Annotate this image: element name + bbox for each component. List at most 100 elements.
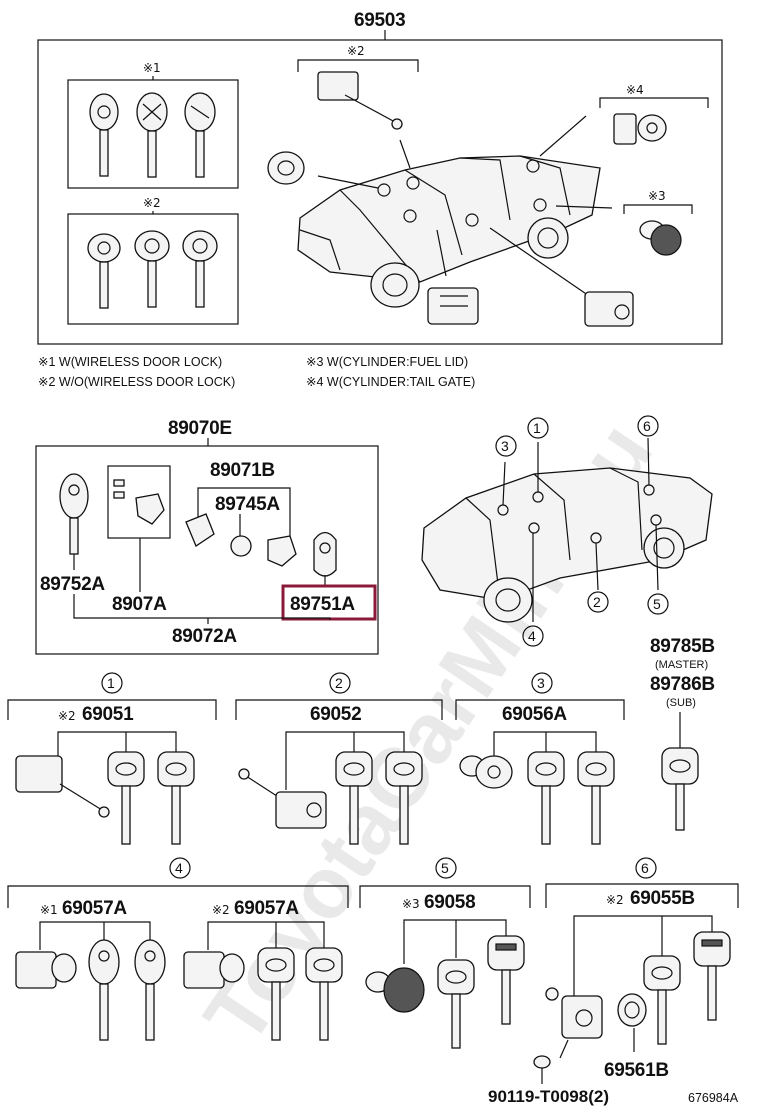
key-g5-a (437, 959, 475, 1049)
svg-text:6: 6 (643, 418, 651, 434)
label-69051: 69051 (82, 704, 134, 725)
cover-part (267, 535, 297, 567)
group-6-marker: 6 (641, 860, 649, 876)
label-69058: 69058 (424, 892, 475, 913)
master-key (661, 747, 699, 831)
label-89786B: 89786B (650, 674, 715, 695)
kit-frame (35, 445, 379, 655)
note-3: ※3 W(CYLINDER:FUEL LID) (306, 355, 468, 369)
svg-text:※2: ※2 (212, 903, 230, 917)
ignition-cylinder-g4-a (15, 951, 77, 989)
label-89745A: 89745A (215, 494, 280, 515)
bolt (533, 1055, 551, 1069)
group-5-marker: 5 (441, 860, 449, 876)
location-markers: 1 3 6 2 5 4 (495, 415, 669, 647)
label-89752A: 89752A (40, 574, 105, 595)
svg-text:※3: ※3 (402, 897, 420, 911)
mark-1: ※1 (143, 61, 161, 75)
svg-text:2: 2 (593, 594, 601, 610)
wireless-key-1 (89, 93, 119, 177)
key-g4-b (134, 939, 166, 1041)
circuit-board-box (107, 465, 171, 539)
key-g6-a (643, 955, 681, 1045)
fuel-lid-cylinder-g5 (365, 967, 425, 1013)
label-89785B: 89785B (650, 636, 715, 657)
label-69057A-1: 69057A (62, 898, 127, 919)
key-g2-b (385, 751, 423, 845)
svg-text:※1: ※1 (40, 903, 58, 917)
ignition-cylinder-top (267, 151, 305, 185)
key-w-o-1 (87, 233, 121, 309)
label-90119-T0098: 90119-T0098(2) (488, 1087, 609, 1106)
group-4-marker: 4 (175, 860, 183, 876)
ignition-cylinder-g4-b (183, 951, 245, 989)
key-g3-a (527, 751, 565, 845)
key-g5-b (487, 935, 525, 1025)
key-g1-a (107, 751, 145, 845)
svg-text:4: 4 (528, 628, 536, 644)
kit-title: 89070E (168, 418, 232, 439)
truck-illustration-locations (421, 437, 713, 623)
mark-2: ※2 (143, 196, 161, 210)
door-lock-right-top (489, 227, 634, 327)
svg-text:5: 5 (653, 596, 661, 612)
battery (230, 535, 252, 557)
door-lock-cylinder-g2 (238, 768, 327, 829)
top-title: 69503 (354, 10, 405, 31)
mark-4: ※4 (626, 83, 644, 97)
group-2-marker: 2 (335, 675, 343, 691)
svg-text:※2: ※2 (58, 709, 76, 723)
group-1-marker: 1 (107, 675, 115, 691)
truck-illustration-top (297, 115, 613, 308)
tailgate-lock-g6 (545, 987, 603, 1059)
label-69561B: 69561B (604, 1060, 669, 1081)
keyset-box-1 (67, 79, 239, 189)
svg-text:1: 1 (533, 420, 541, 436)
note-1: ※1 W(WIRELESS DOOR LOCK) (38, 355, 222, 369)
note-4: ※4 W(CYLINDER:TAIL GATE) (306, 375, 475, 389)
key-w-o-2 (134, 230, 170, 308)
group-3-marker: 3 (537, 675, 545, 691)
wireless-key-2 (136, 92, 168, 178)
highlight-89751A[interactable] (281, 584, 377, 621)
key-g4-a (88, 939, 120, 1041)
label-69055B: 69055B (630, 888, 695, 909)
label-89071B: 89071B (210, 460, 275, 481)
svg-text:※2: ※2 (606, 893, 624, 907)
label-69057A-2: 69057A (234, 898, 299, 919)
wireless-key-3 (184, 92, 216, 178)
key-g2-a (335, 751, 373, 845)
key-g1-b (157, 751, 195, 845)
label-8907A: 8907A (112, 594, 167, 615)
door-lock-cylinder-g1 (15, 755, 110, 818)
label-sub: (SUB) (666, 697, 696, 709)
cylinder-69561B (617, 993, 647, 1027)
door-lock-left-top (427, 287, 479, 325)
fuel-lid-cylinder (639, 220, 682, 256)
key-g4-c (257, 947, 295, 1041)
keyset-box-2 (67, 213, 239, 325)
top-frame (37, 39, 723, 345)
door-lock-cylinder-top (317, 71, 403, 130)
svg-text:3: 3 (501, 438, 509, 454)
mark-2b: ※2 (347, 44, 365, 58)
key-shell-part (185, 513, 215, 547)
transmitter-key (59, 473, 89, 555)
mark-3: ※3 (648, 189, 666, 203)
label-69056A: 69056A (502, 704, 567, 725)
label-89072A: 89072A (172, 626, 237, 647)
key-case (313, 531, 337, 577)
tailgate-cylinder (613, 113, 667, 145)
label-89751A[interactable]: 89751A (290, 594, 356, 615)
label-69052: 69052 (310, 704, 361, 725)
key-g6-b (693, 931, 731, 1021)
circuit-board (113, 479, 165, 525)
key-g4-d (305, 947, 343, 1041)
note-2: ※2 W/O(WIRELESS DOOR LOCK) (38, 375, 235, 389)
ignition-cylinder-g3 (459, 755, 513, 789)
label-master: (MASTER) (655, 659, 708, 671)
key-g3-b (577, 751, 615, 845)
diagram-id: 676984A (688, 1091, 739, 1105)
key-w-o-3 (182, 230, 218, 308)
